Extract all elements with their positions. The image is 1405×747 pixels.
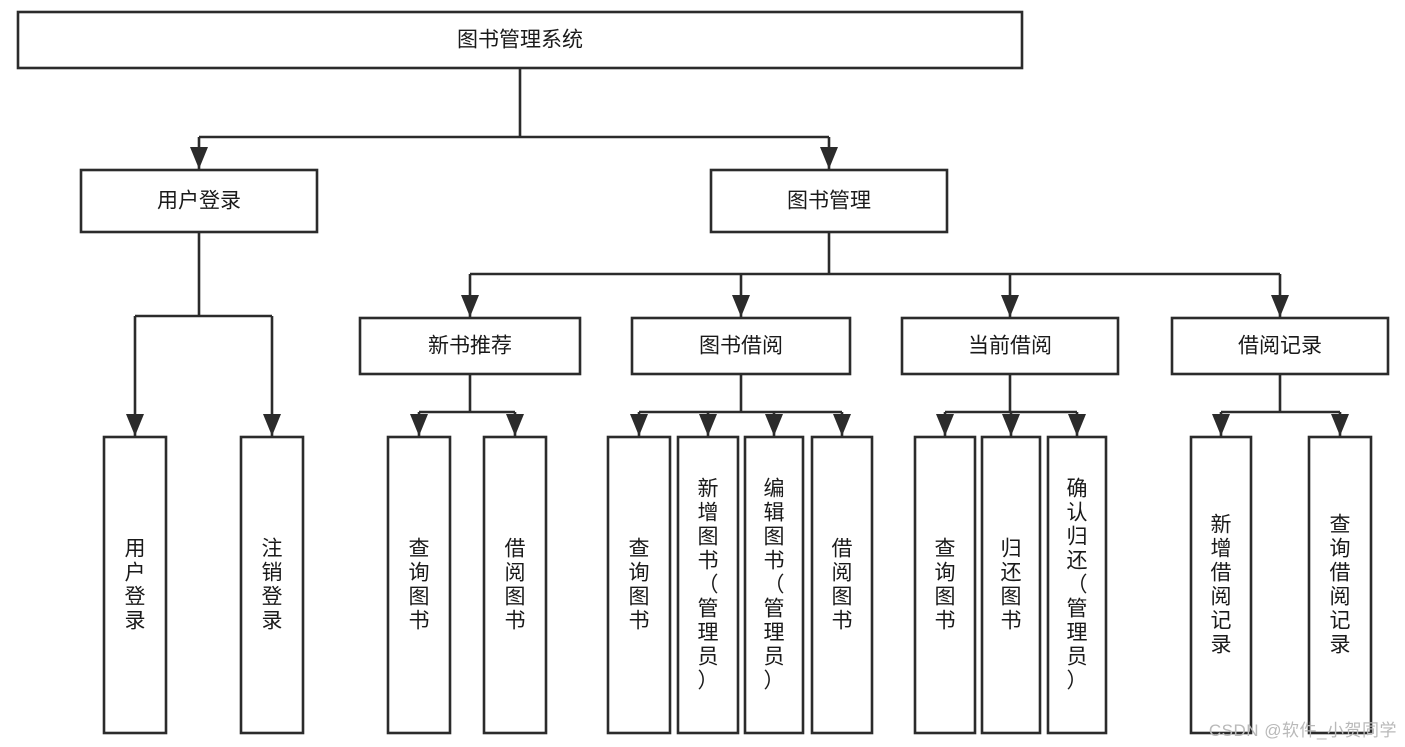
node-user-login[interactable]: 用户登录 [79,168,319,234]
arrow-head-icon [820,147,838,169]
node-book-manage-box[interactable] [709,168,949,234]
node-leaf-query-record-label: 查询借阅记录 [1330,514,1351,657]
node-leaf-query-book-1[interactable]: 查询图书 [386,435,452,735]
node-borrow-records-box[interactable] [1170,316,1390,376]
node-leaf-query-book-3-label: 查询图书 [935,538,956,633]
node-leaf-add-record-label: 新增借阅记录 [1211,514,1232,657]
arrow-head-icon [1001,295,1019,317]
node-leaf-user-login-label: 用户登录 [125,538,146,633]
node-leaf-borrow-book-1-label: 借阅图书 [505,538,526,633]
node-leaf-borrow-book-2-box[interactable] [810,435,874,735]
node-new-book-recommend-label: 新书推荐 [428,335,512,358]
node-boxes: 图书管理系统用户登录图书管理新书推荐图书借阅当前借阅借阅记录用户登录注销登录查询… [16,10,1390,735]
node-root-label: 图书管理系统 [457,29,583,52]
arrow-head-icon [699,414,717,436]
node-leaf-return-book-label: 归还图书 [1001,538,1022,633]
node-leaf-borrow-book-1-box[interactable] [482,435,548,735]
node-leaf-add-book-label: 新增图书（管理员） [698,478,719,693]
node-leaf-borrow-book-1[interactable]: 借阅图书 [482,435,548,735]
node-leaf-confirm-return[interactable]: 确认归还（管理员） [1046,435,1108,735]
node-leaf-confirm-return-label: 确认归还（管理员） [1067,478,1088,693]
node-book-borrow-label: 图书借阅 [699,335,783,358]
arrow-head-icon [506,414,524,436]
arrow-head-icon [732,295,750,317]
arrow-head-icon [1212,414,1230,436]
node-leaf-query-book-2-label: 查询图书 [629,538,650,633]
node-leaf-return-book-box[interactable] [980,435,1042,735]
arrow-head-icon [833,414,851,436]
node-leaf-borrow-book-2-label: 借阅图书 [832,538,853,633]
node-leaf-logout[interactable]: 注销登录 [239,435,305,735]
node-leaf-query-record[interactable]: 查询借阅记录 [1307,435,1373,735]
node-leaf-add-book-box[interactable] [676,435,740,735]
node-user-login-box[interactable] [79,168,319,234]
arrow-head-icon [126,414,144,436]
node-leaf-query-record-box[interactable] [1307,435,1373,735]
node-root[interactable]: 图书管理系统 [16,10,1024,70]
node-leaf-user-login-box[interactable] [102,435,168,735]
arrow-head-icon [936,414,954,436]
node-leaf-confirm-return-box[interactable] [1046,435,1108,735]
node-borrow-records[interactable]: 借阅记录 [1170,316,1390,376]
node-leaf-query-book-2-box[interactable] [606,435,672,735]
arrow-head-icon [461,295,479,317]
node-leaf-borrow-book-2[interactable]: 借阅图书 [810,435,874,735]
arrow-head-icon [263,414,281,436]
node-leaf-add-record[interactable]: 新增借阅记录 [1189,435,1253,735]
node-leaf-edit-book-box[interactable] [743,435,805,735]
node-leaf-query-book-1-box[interactable] [386,435,452,735]
node-user-login-label: 用户登录 [157,190,241,213]
arrow-head-icon [1068,414,1086,436]
node-book-borrow[interactable]: 图书借阅 [630,316,852,376]
node-leaf-query-book-3-box[interactable] [913,435,977,735]
arrow-head-icon [1331,414,1349,436]
node-leaf-add-record-box[interactable] [1189,435,1253,735]
connector-edges [126,68,1349,436]
arrow-head-icon [1271,295,1289,317]
node-new-book-recommend-box[interactable] [358,316,582,376]
node-current-borrow-box[interactable] [900,316,1120,376]
node-leaf-query-book-1-label: 查询图书 [409,538,430,633]
arrow-head-icon [190,147,208,169]
node-leaf-query-book-3[interactable]: 查询图书 [913,435,977,735]
node-book-manage[interactable]: 图书管理 [709,168,949,234]
node-root-box[interactable] [16,10,1024,70]
arrow-head-icon [630,414,648,436]
node-leaf-edit-book-label: 编辑图书（管理员） [764,478,785,693]
node-leaf-logout-label: 注销登录 [262,538,283,633]
watermark-text: CSDN @软件_小贺同学 [1208,721,1397,740]
node-leaf-user-login[interactable]: 用户登录 [102,435,168,735]
arrow-head-icon [410,414,428,436]
node-book-manage-label: 图书管理 [787,190,871,213]
node-book-borrow-box[interactable] [630,316,852,376]
node-leaf-return-book[interactable]: 归还图书 [980,435,1042,735]
node-current-borrow[interactable]: 当前借阅 [900,316,1120,376]
node-leaf-add-book[interactable]: 新增图书（管理员） [676,435,740,735]
node-leaf-query-book-2[interactable]: 查询图书 [606,435,672,735]
arrow-head-icon [1002,414,1020,436]
node-current-borrow-label: 当前借阅 [968,335,1052,358]
arrow-head-icon [765,414,783,436]
node-leaf-logout-box[interactable] [239,435,305,735]
node-new-book-recommend[interactable]: 新书推荐 [358,316,582,376]
node-leaf-edit-book[interactable]: 编辑图书（管理员） [743,435,805,735]
node-borrow-records-label: 借阅记录 [1238,335,1322,358]
